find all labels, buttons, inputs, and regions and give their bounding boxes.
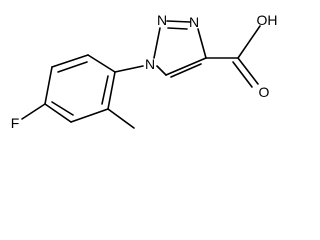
- bond-ar6-ar1-double: [101, 75, 109, 105]
- molecule-drawing: N N N OH O F: [11, 12, 278, 131]
- bond-cacid-o-double: [232, 61, 253, 88]
- chemical-structure-figure: N N N OH O F: [10, 12, 278, 131]
- atom-label-n2: N: [157, 12, 167, 28]
- bond-cacid-o: [237, 57, 259, 85]
- bond-ar3-ar4: [44, 66, 53, 105]
- bond-n1-n2: [153, 27, 161, 59]
- atom-label-oh: OH: [257, 12, 278, 28]
- atom-label-f: F: [11, 115, 20, 131]
- bond-n3-c4: [197, 28, 207, 59]
- bond-methyl: [107, 108, 135, 129]
- bond-n2-n3: [166, 20, 191, 23]
- atom-label-n3: N: [189, 14, 199, 30]
- bond-cacid-oh: [237, 25, 261, 59]
- bond-ar4-ar5: [44, 103, 72, 123]
- bond-ar4-ar5-double: [51, 101, 74, 116]
- bond-ar2-ar3-double: [57, 61, 88, 73]
- atom-label-carbonyl-o: O: [259, 84, 270, 100]
- bond-c4-c5: [165, 57, 207, 76]
- bond-c5-n1: [156, 65, 167, 76]
- bond-n1-aryl: [114, 65, 144, 73]
- atom-label-n1: N: [145, 56, 155, 72]
- bond-c4-c5-double: [170, 63, 202, 78]
- bond-ar6-ar1: [107, 71, 116, 110]
- bond-ar5-ar6: [70, 108, 109, 123]
- bond-ar4-f: [21, 103, 46, 120]
- bond-ar2-ar3: [51, 54, 89, 68]
- bond-ar1-ar2: [87, 54, 116, 73]
- bond-n2-n3-double: [167, 27, 188, 30]
